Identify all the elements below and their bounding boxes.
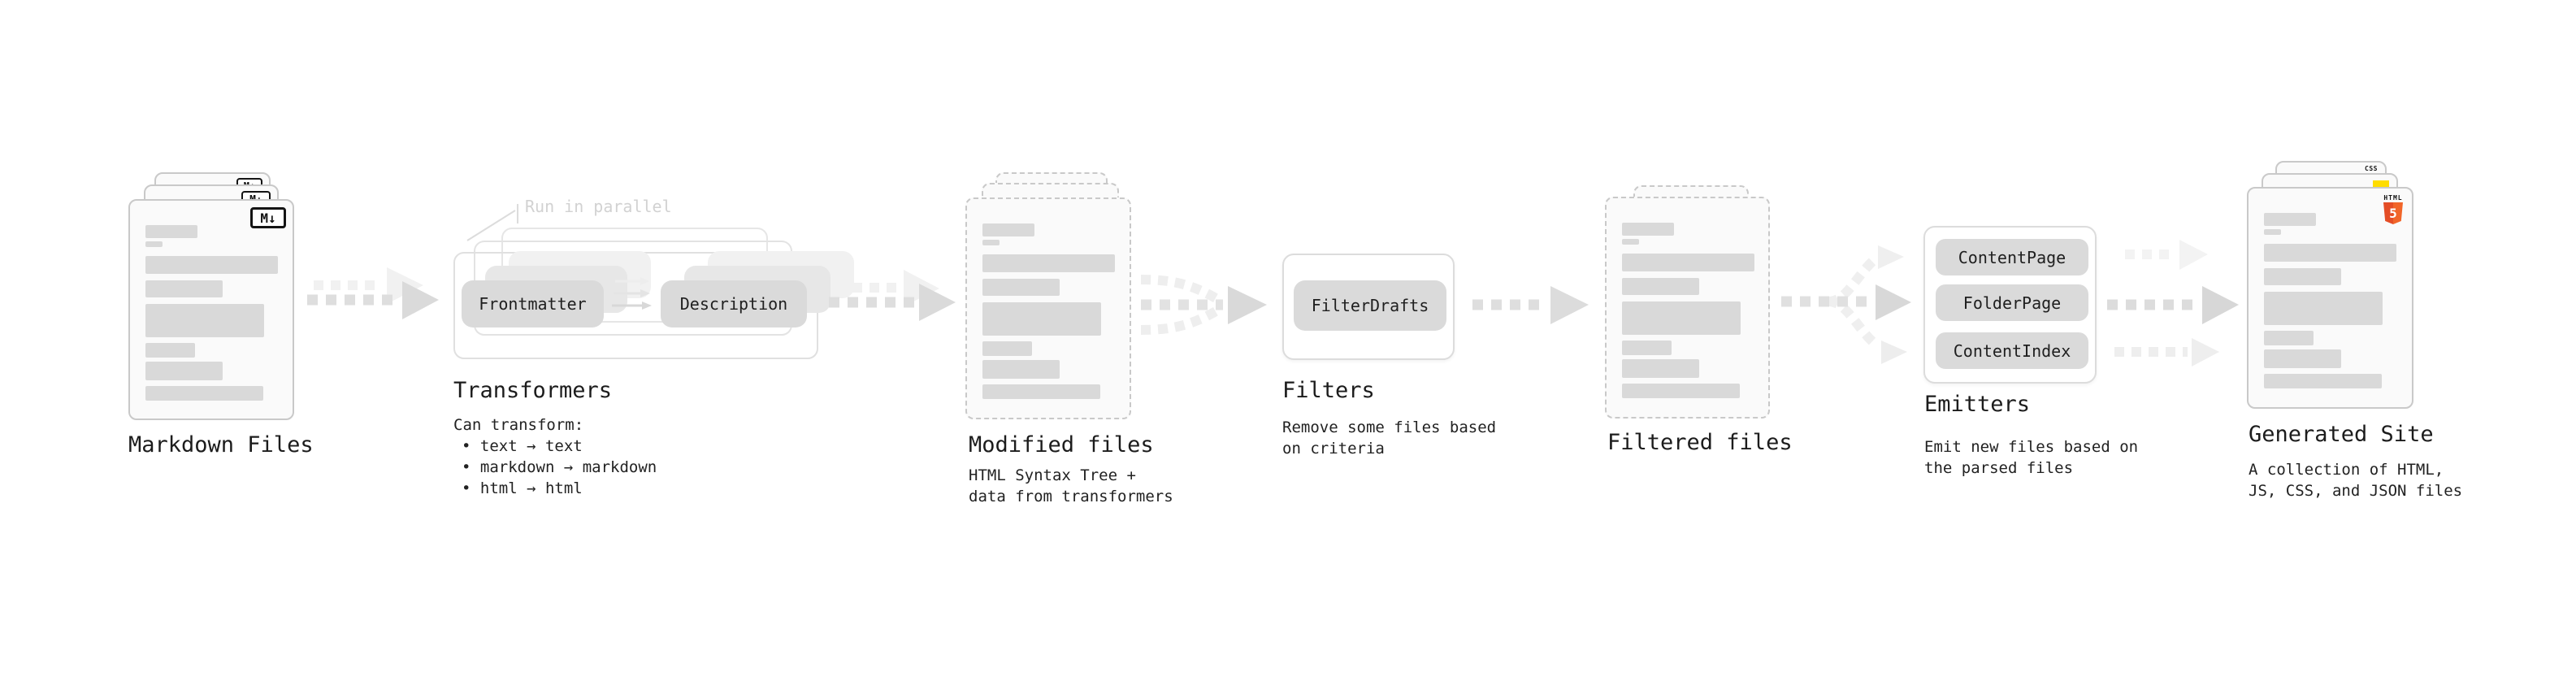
- placeholder-bar: [2264, 331, 2314, 345]
- placeholder-bar: [145, 280, 223, 297]
- placeholder-bar: [145, 304, 264, 337]
- generated-site-description: A collection of HTML, JS, CSS, and JSON …: [2249, 459, 2462, 501]
- placeholder-bar: [982, 360, 1060, 379]
- generated-desc-line1: A collection of HTML,: [2249, 461, 2444, 479]
- filters-title: Filters: [1282, 378, 1375, 403]
- placeholder-bar: [982, 254, 1115, 272]
- placeholder-bar: [982, 341, 1032, 356]
- html5-shield: 5: [2383, 202, 2403, 224]
- generated-desc-line2: JS, CSS, and JSON files: [2249, 482, 2463, 500]
- arrow-filters-to-filtered: [1472, 286, 1589, 324]
- placeholder-bar: [1622, 301, 1741, 335]
- placeholder-bar: [145, 225, 197, 238]
- transformers-description: Can transform: • text → text • markdown …: [453, 414, 657, 499]
- transformers-title: Transformers: [453, 378, 613, 403]
- filters-desc-line2: on criteria: [1282, 440, 1385, 458]
- placeholder-bar: [1622, 340, 1672, 355]
- run-in-parallel-note: Run in parallel: [525, 197, 672, 216]
- html5-icon-label: HTML: [2383, 194, 2403, 202]
- modified-files-description: HTML Syntax Tree + data from transformer…: [969, 465, 1173, 507]
- placeholder-bar: [1622, 239, 1639, 245]
- generated-site-title: Generated Site: [2249, 422, 2434, 447]
- emitters-description: Emit new files based on the parsed files: [1924, 436, 2138, 479]
- arrow-markdown-to-transformers: [307, 267, 439, 319]
- filtered-sheet-front: [1605, 197, 1770, 419]
- emitters-title: Emitters: [1924, 392, 2031, 417]
- placeholder-bar: [2264, 349, 2341, 368]
- folderpage-box: FolderPage: [1936, 284, 2088, 321]
- modified-sheet-front: [965, 197, 1131, 419]
- modified-files-desc-line2: data from transformers: [969, 488, 1173, 505]
- placeholder-bar: [982, 384, 1100, 399]
- placeholder-bar: [145, 362, 223, 380]
- contentpage-box: ContentPage: [1936, 239, 2088, 275]
- markdown-icon: M↓: [250, 207, 286, 228]
- description-box: Description: [661, 280, 807, 327]
- modified-files-title: Modified files: [969, 432, 1154, 458]
- filters-panel: FilterDrafts: [1282, 254, 1455, 360]
- arrow-filtered-to-emitters-diverge: [1781, 245, 1911, 364]
- html5-icon: HTML 5: [2383, 194, 2404, 224]
- document-content-placeholder: [982, 199, 1130, 418]
- transformer-bullet-2: • markdown → markdown: [462, 458, 657, 476]
- contentindex-box: ContentIndex: [1936, 332, 2088, 369]
- placeholder-bar: [1622, 254, 1754, 271]
- document-content-placeholder: [145, 201, 293, 419]
- document-content-placeholder: [2264, 189, 2412, 407]
- document-content-placeholder: [1622, 198, 1768, 417]
- emitters-desc-line2: the parsed files: [1924, 459, 2074, 477]
- emitters-desc-line1: Emit new files based on: [1924, 438, 2139, 456]
- placeholder-bar: [1622, 278, 1699, 295]
- generated-sheet-front: HTML 5: [2247, 187, 2413, 409]
- placeholder-bar: [1622, 359, 1699, 378]
- placeholder-bar: [145, 386, 263, 401]
- placeholder-bar: [982, 223, 1034, 236]
- html5-number: 5: [2389, 205, 2397, 221]
- placeholder-bar: [145, 256, 278, 274]
- placeholder-bar: [2264, 213, 2316, 226]
- placeholder-bar: [982, 279, 1060, 296]
- markdown-sheet-front: M↓: [128, 199, 294, 420]
- placeholder-bar: [2264, 244, 2396, 262]
- filters-description: Remove some files based on criteria: [1282, 417, 1496, 459]
- placeholder-bar: [982, 302, 1101, 336]
- placeholder-bar: [2264, 292, 2383, 325]
- filters-desc-line1: Remove some files based: [1282, 419, 1497, 436]
- transformers-desc-heading: Can transform:: [453, 416, 584, 434]
- emitters-panel: ContentPage FolderPage ContentIndex: [1923, 226, 2097, 384]
- filterdrafts-box: FilterDrafts: [1294, 280, 1446, 331]
- arrow-emitters-to-generated: [2107, 240, 2239, 367]
- transformer-bullet-3: • html → html: [462, 479, 583, 497]
- placeholder-bar: [2264, 268, 2341, 285]
- frontmatter-box: Frontmatter: [462, 280, 604, 327]
- placeholder-bar: [2264, 229, 2281, 235]
- filtered-files-title: Filtered files: [1607, 430, 1793, 455]
- placeholder-bar: [145, 343, 195, 358]
- placeholder-bar: [2264, 374, 2382, 388]
- modified-files-desc-line1: HTML Syntax Tree +: [969, 466, 1136, 484]
- placeholder-bar: [145, 241, 163, 247]
- css-icon-label: CSS: [2365, 165, 2378, 172]
- arrow-modified-to-filters-merge: [1140, 275, 1267, 335]
- placeholder-bar: [1622, 223, 1674, 236]
- transformer-bullet-1: • text → text: [462, 437, 583, 455]
- placeholder-bar: [1622, 384, 1740, 398]
- placeholder-bar: [982, 240, 1000, 245]
- markdown-files-title: Markdown Files: [128, 432, 314, 458]
